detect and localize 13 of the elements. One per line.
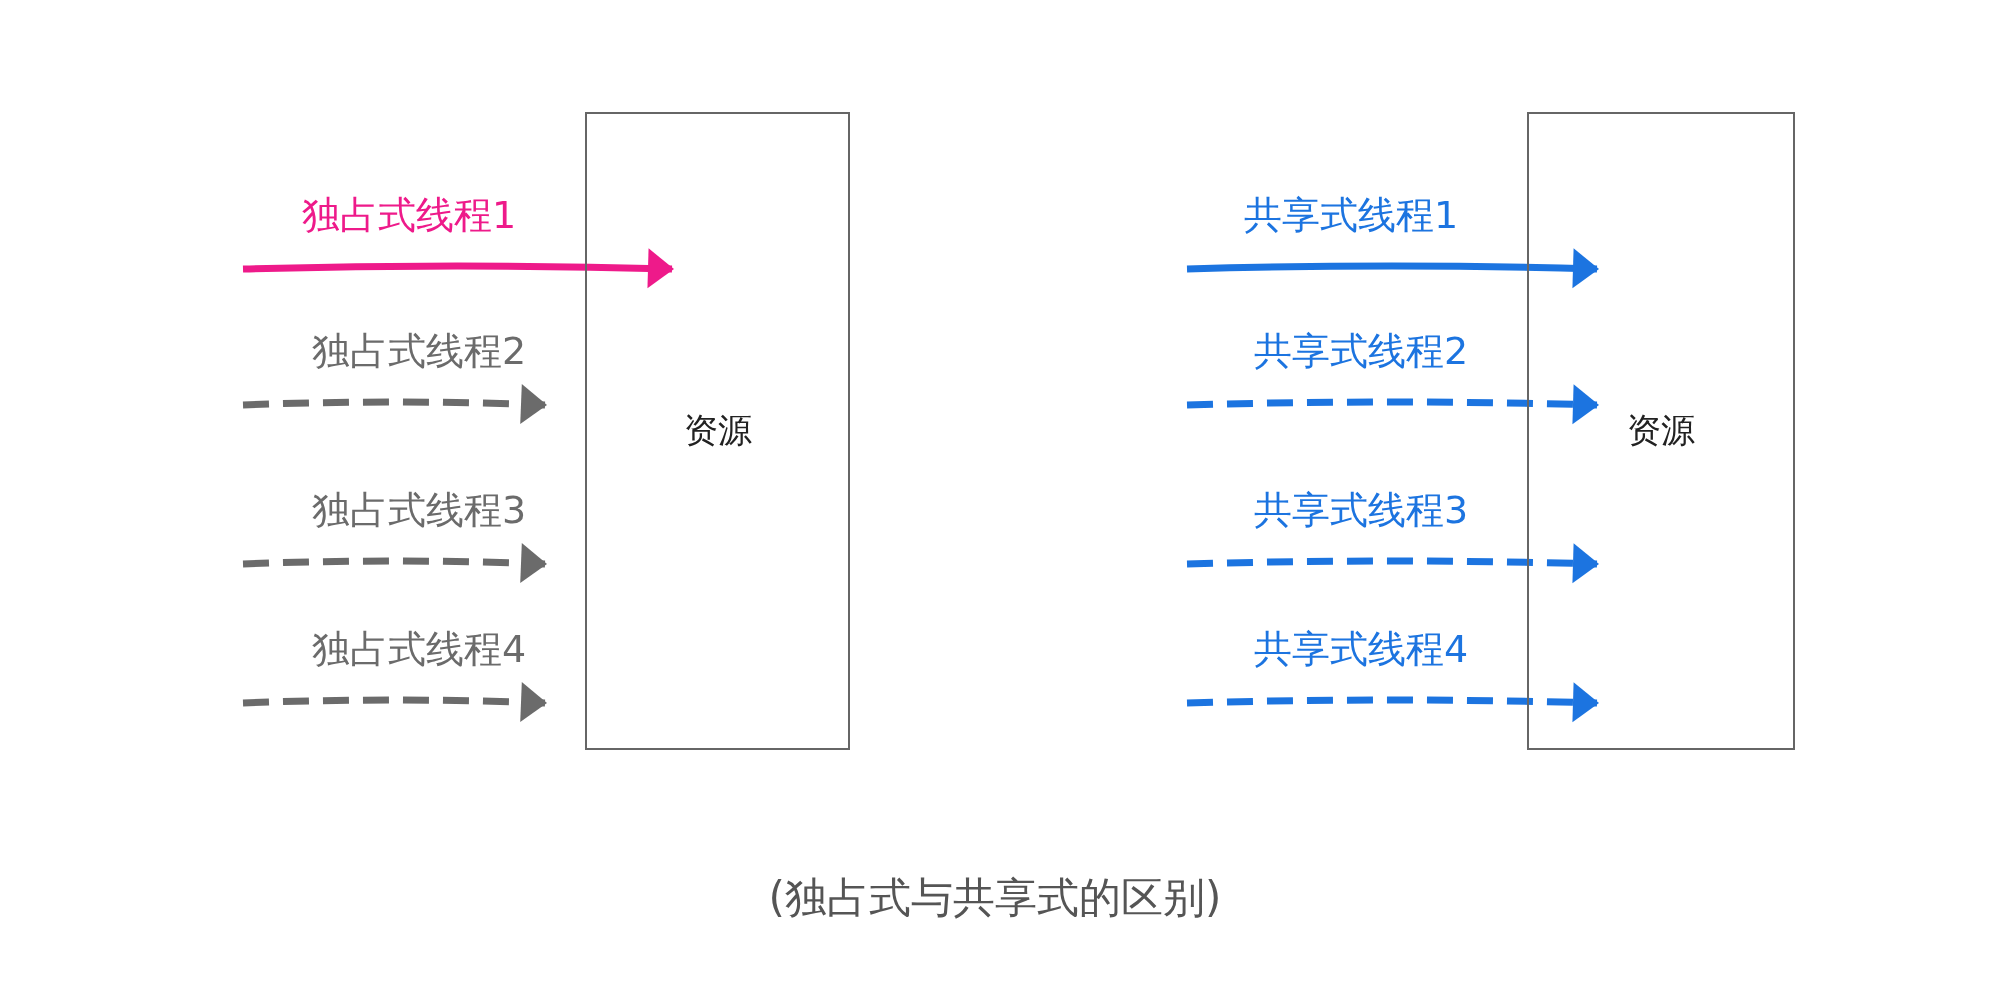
- arrow: [1186, 543, 1599, 584]
- resource-box: [585, 112, 850, 750]
- arrow: [242, 248, 674, 289]
- arrow: [242, 384, 547, 425]
- arrow: [1186, 248, 1599, 289]
- arrow: [1186, 384, 1599, 425]
- caption: (独占式与共享式的区别): [768, 873, 1222, 922]
- resource-box: [1527, 112, 1795, 750]
- arrow: [1186, 682, 1599, 723]
- arrow: [242, 543, 547, 584]
- resource-label: 资源: [683, 409, 752, 452]
- arrow: [242, 682, 547, 723]
- resource-label: 资源: [1627, 409, 1695, 452]
